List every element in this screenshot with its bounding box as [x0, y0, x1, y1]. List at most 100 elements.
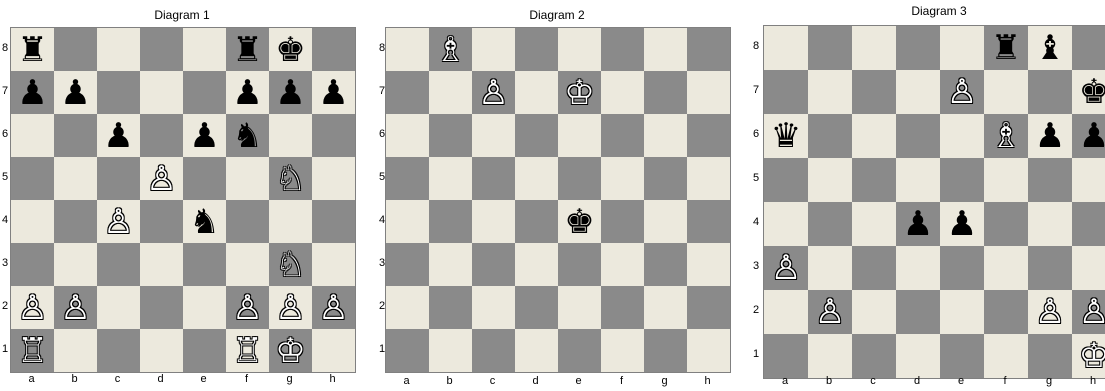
rank-label: 4	[379, 214, 385, 226]
square-f8	[601, 28, 644, 71]
rank-label: 2	[379, 300, 385, 312]
square-g8	[644, 28, 687, 71]
white-rook-icon: ♖	[232, 334, 262, 368]
square-a5	[764, 158, 808, 202]
square-c4	[472, 200, 515, 243]
square-a4	[11, 200, 54, 243]
square-b3	[808, 246, 852, 290]
square-a1: ♖	[11, 329, 54, 372]
square-b7: ♟	[54, 71, 97, 114]
rank-label: 5	[379, 171, 385, 183]
chessboard: ♜♜♚♟♟♟♟♟♟♟♞♙♘♙♞♘♙♙♙♙♙♖♖♔	[10, 27, 356, 373]
square-f6	[601, 114, 644, 157]
square-h4	[312, 200, 355, 243]
square-g8: ♚	[269, 28, 312, 71]
square-g2: ♙	[1028, 290, 1072, 334]
black-pawn-icon: ♟	[903, 207, 933, 241]
square-d1	[896, 334, 940, 378]
square-f5	[984, 158, 1028, 202]
square-h4	[1072, 202, 1105, 246]
square-e1	[183, 329, 226, 372]
square-c6	[472, 114, 515, 157]
square-a3	[386, 243, 429, 286]
square-c5	[472, 157, 515, 200]
diagram-title: Diagram 2	[529, 8, 584, 22]
square-a6: ♛	[764, 114, 808, 158]
rank-label: 7	[753, 84, 759, 96]
rank-label: 8	[379, 42, 385, 54]
file-label: c	[851, 375, 895, 387]
white-pawn-icon: ♙	[771, 251, 801, 285]
square-b5	[54, 157, 97, 200]
square-b7	[429, 71, 472, 114]
file-label: g	[268, 373, 311, 385]
white-pawn-icon: ♙	[275, 291, 305, 325]
square-f6: ♗	[984, 114, 1028, 158]
square-a2	[764, 290, 808, 334]
square-c8	[472, 28, 515, 71]
square-d7	[515, 71, 558, 114]
square-f5	[226, 157, 269, 200]
square-a3: ♙	[764, 246, 808, 290]
rank-label: 2	[753, 304, 759, 316]
square-a7: ♟	[11, 71, 54, 114]
black-pawn-icon: ♟	[1079, 119, 1105, 153]
square-f8: ♜	[226, 28, 269, 71]
rank-label: 6	[2, 128, 8, 140]
file-label: b	[807, 375, 851, 387]
square-b1	[54, 329, 97, 372]
square-h1: ♔	[1072, 334, 1105, 378]
square-f4	[984, 202, 1028, 246]
square-a1	[764, 334, 808, 378]
square-b5	[808, 158, 852, 202]
square-h2	[687, 286, 730, 329]
square-d7	[896, 70, 940, 114]
square-d1	[515, 329, 558, 372]
square-c7: ♙	[472, 71, 515, 114]
square-c4: ♙	[97, 200, 140, 243]
rank-label: 8	[2, 42, 8, 54]
square-h3	[687, 243, 730, 286]
file-label: b	[428, 375, 471, 387]
square-e2	[940, 290, 984, 334]
square-h4	[687, 200, 730, 243]
square-d8	[896, 26, 940, 70]
square-b6	[429, 114, 472, 157]
square-g6	[644, 114, 687, 157]
file-label: h	[1071, 375, 1105, 387]
square-b4	[808, 202, 852, 246]
square-g7	[1028, 70, 1072, 114]
square-h6	[687, 114, 730, 157]
diagram-title: Diagram 1	[154, 8, 209, 22]
square-b8	[808, 26, 852, 70]
square-e5	[940, 158, 984, 202]
black-pawn-icon: ♟	[17, 76, 47, 110]
rank-label: 7	[2, 85, 8, 97]
file-label: d	[514, 375, 557, 387]
white-pawn-icon: ♙	[146, 162, 176, 196]
file-label: a	[10, 373, 53, 385]
square-g3	[1028, 246, 1072, 290]
rank-label: 3	[2, 257, 8, 269]
square-c4	[852, 202, 896, 246]
square-a8	[386, 28, 429, 71]
square-e4: ♚	[558, 200, 601, 243]
square-b3	[429, 243, 472, 286]
square-e7: ♙	[940, 70, 984, 114]
file-label: a	[763, 375, 807, 387]
square-e1	[558, 329, 601, 372]
black-king-icon: ♚	[1079, 75, 1105, 109]
black-bishop-icon: ♝	[1035, 31, 1065, 65]
square-d8	[515, 28, 558, 71]
black-knight-icon: ♞	[189, 205, 219, 239]
white-knight-icon: ♘	[275, 248, 305, 282]
square-d2	[140, 286, 183, 329]
square-b4	[429, 200, 472, 243]
square-d5: ♙	[140, 157, 183, 200]
square-h1	[687, 329, 730, 372]
square-a7	[764, 70, 808, 114]
square-c1	[852, 334, 896, 378]
square-d6	[140, 114, 183, 157]
